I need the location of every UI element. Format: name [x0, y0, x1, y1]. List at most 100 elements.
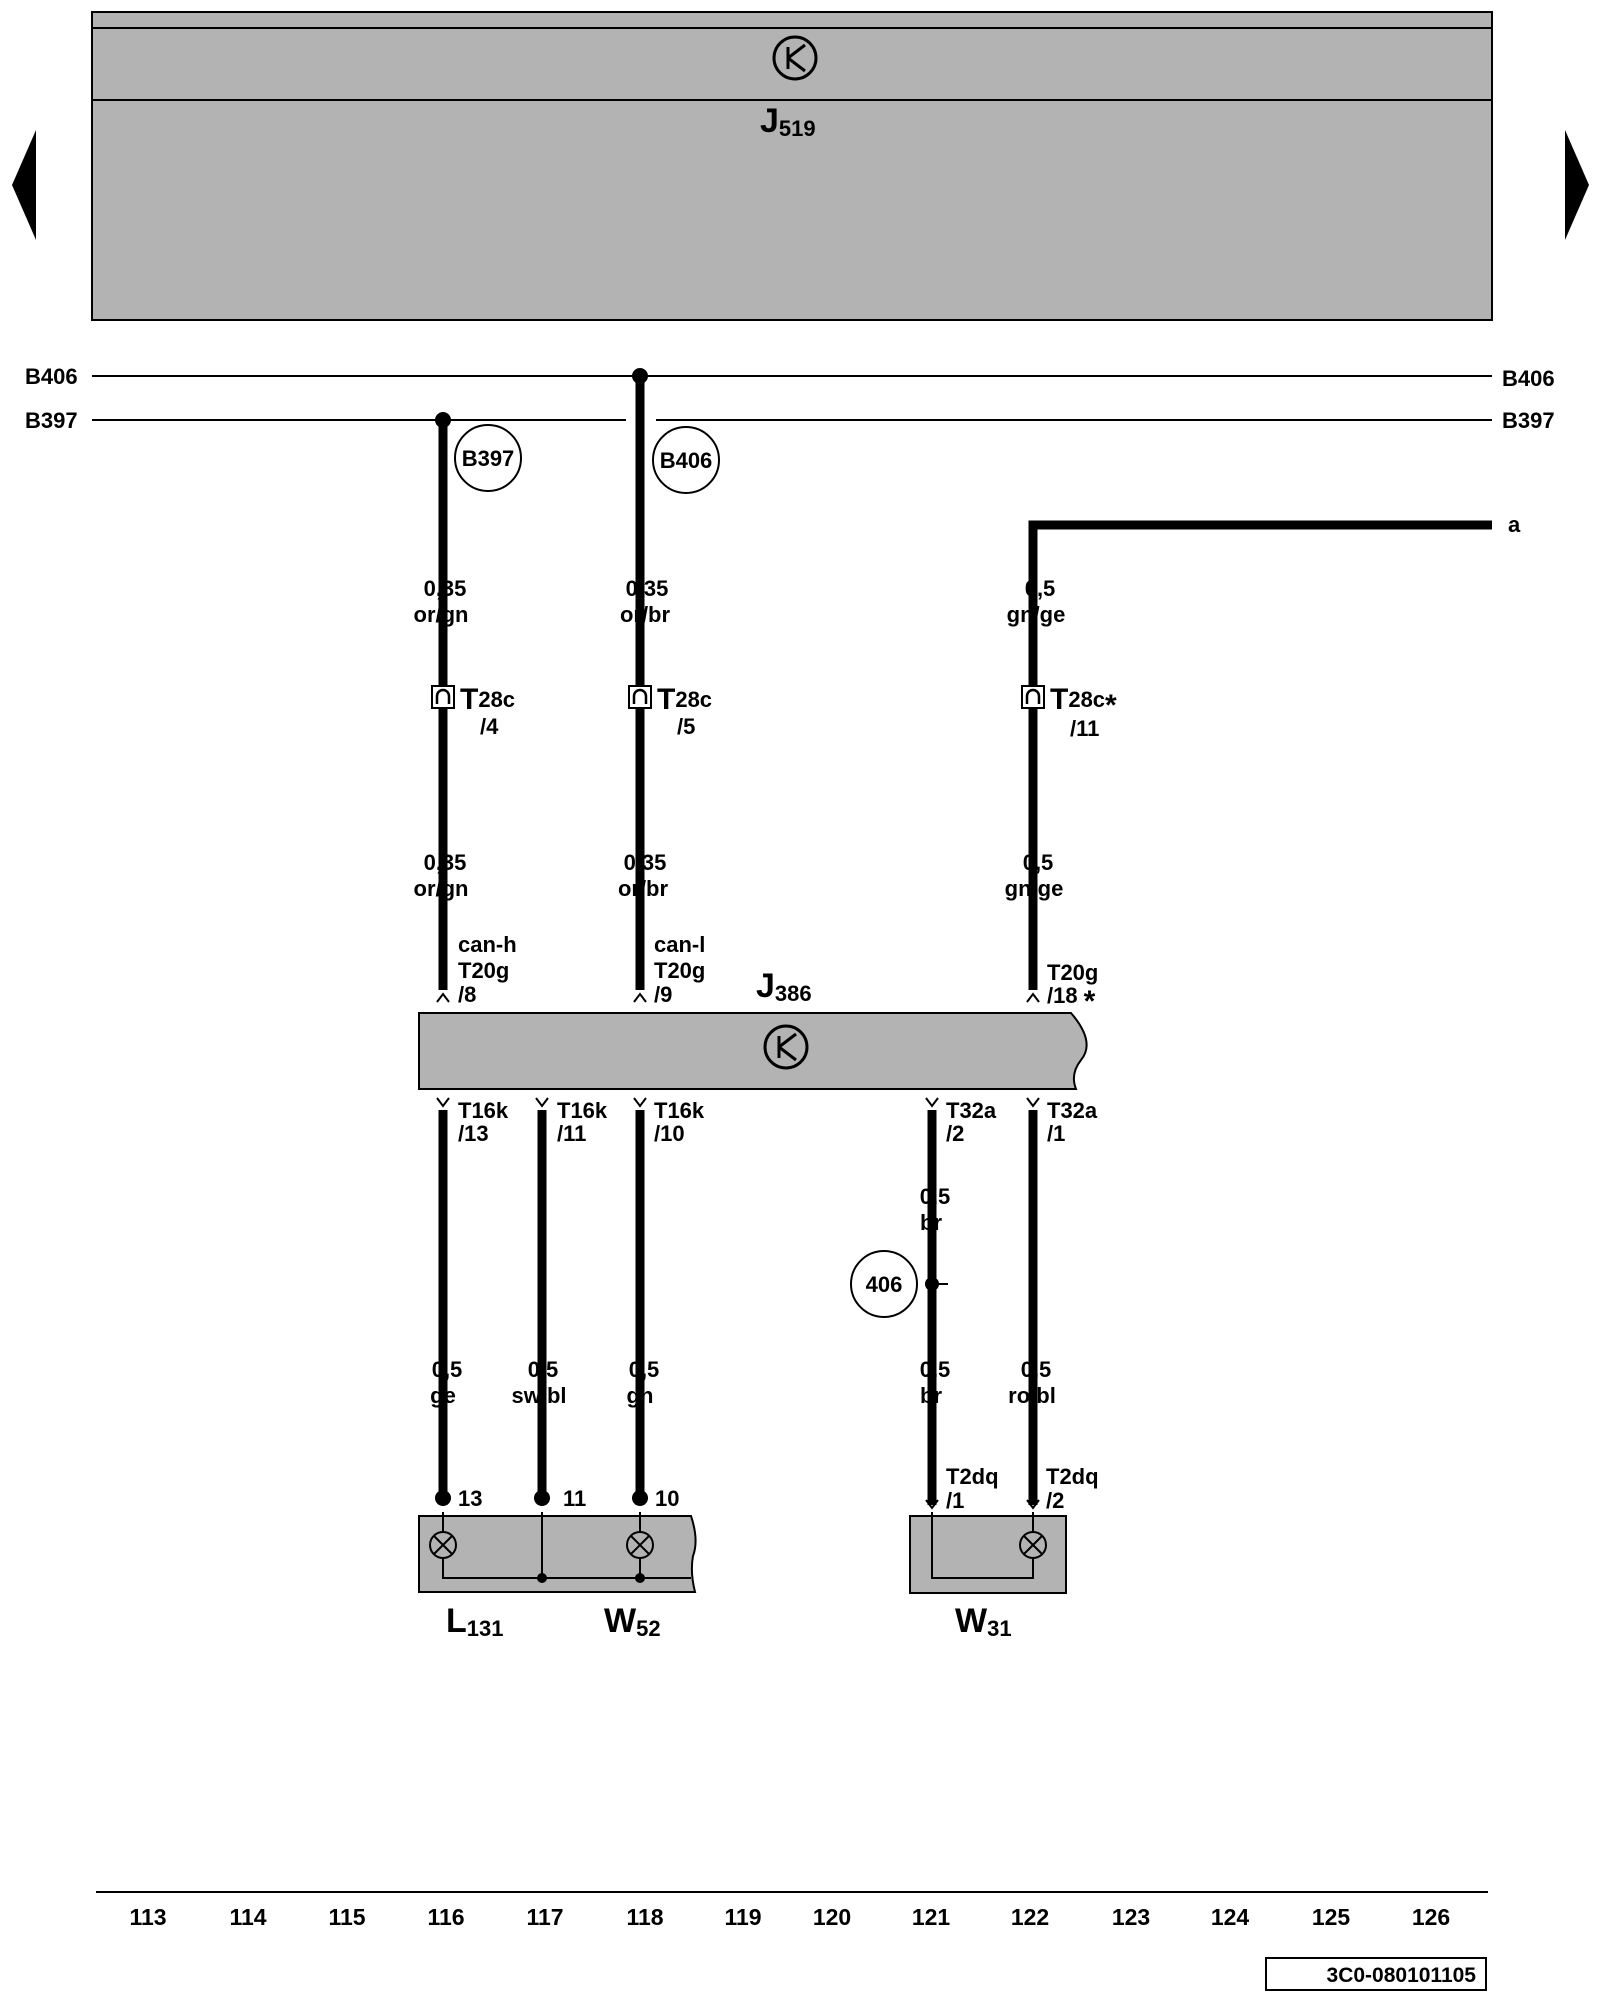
svg-text:gn: gn	[627, 1383, 654, 1408]
j386-top-pin-labels: can-h T20g /8 can-l T20g /9 T20g /18*	[458, 932, 1098, 1018]
svg-text:can-h: can-h	[458, 932, 517, 957]
svg-text:T28c: T28c	[657, 683, 712, 716]
svg-text:0,35: 0,35	[424, 576, 467, 601]
previous-page-arrow-icon[interactable]	[12, 130, 36, 240]
svg-text:or/gn: or/gn	[414, 602, 469, 627]
svg-text:0,5: 0,5	[1021, 1357, 1052, 1382]
ruler-number: 117	[526, 1904, 563, 1930]
svg-text:/2: /2	[946, 1121, 964, 1146]
svg-text:br: br	[920, 1210, 942, 1235]
continuation-a-label: a	[1508, 512, 1521, 537]
ruler-number: 115	[328, 1904, 365, 1930]
svg-text:/8: /8	[458, 982, 476, 1007]
next-page-arrow-icon[interactable]	[1565, 130, 1589, 240]
ruler-number: 114	[229, 1904, 266, 1930]
svg-text:0,5: 0,5	[1025, 576, 1056, 601]
pin-arrows	[436, 992, 1040, 1108]
ruler-number: 120	[813, 1904, 851, 1930]
svg-text:0,5: 0,5	[1023, 850, 1054, 875]
control-unit-j386: J386	[418, 967, 1088, 1090]
svg-text:/9: /9	[654, 982, 672, 1007]
splice-b406-dot	[632, 368, 648, 384]
connector-t28c-11: T28c* /11	[1021, 683, 1117, 741]
wires	[438, 376, 1492, 1505]
ruler-number: 116	[427, 1904, 464, 1930]
bus-b397-left: B397	[25, 408, 78, 433]
wire-labels-upper: 0,35 or/gn 0,35 or/br 0,5 gn/ge 0,35 or/…	[414, 576, 1066, 901]
svg-text:T28c: T28c	[460, 683, 515, 716]
svg-text:gn/ge: gn/ge	[1007, 602, 1066, 627]
ruler-number: 121	[912, 1904, 951, 1930]
connector-t28c-4: T28c /4	[431, 683, 515, 739]
svg-text:or/gn: or/gn	[414, 876, 469, 901]
svg-text:/2: /2	[1046, 1488, 1064, 1513]
bulb-icon	[429, 1531, 457, 1559]
svg-text:can-l: can-l	[654, 932, 705, 957]
control-unit-icon	[763, 1024, 809, 1070]
svg-text:406: 406	[866, 1272, 903, 1297]
document-reference: 3C0-080101105	[1265, 1957, 1487, 1991]
ref-circle-406: 406	[850, 1250, 948, 1318]
svg-text:/5: /5	[677, 714, 695, 739]
svg-text:/11: /11	[1070, 716, 1099, 741]
svg-text:13: 13	[458, 1486, 482, 1511]
ref-circle-b406: B406	[652, 426, 720, 494]
svg-text:0,5: 0,5	[920, 1184, 951, 1209]
svg-text:/1: /1	[946, 1488, 964, 1513]
svg-text:3C0-080101105: 3C0-080101105	[1327, 1964, 1477, 1987]
svg-text:T32a: T32a	[1047, 1098, 1098, 1123]
component-w31: W31	[909, 1512, 1067, 1641]
ruler-number: 124	[1211, 1904, 1250, 1930]
svg-text:B397: B397	[462, 446, 515, 471]
svg-text:or/br: or/br	[620, 602, 671, 627]
svg-text:/11: /11	[557, 1121, 586, 1146]
ruler-number: 123	[1112, 1904, 1150, 1930]
bulb-icon	[626, 1531, 654, 1559]
wire-labels-lower: 0,5 br 0,5 ge 0,5 sw/bl 0,5 gn 0,5 br 0,…	[430, 1184, 1056, 1408]
unit-j386-label: J386	[756, 967, 812, 1006]
svg-text:T2dq: T2dq	[946, 1464, 999, 1489]
bus-b406-right: B406	[1502, 366, 1555, 391]
svg-text:/13: /13	[458, 1121, 489, 1146]
svg-text:ro/bl: ro/bl	[1008, 1383, 1056, 1408]
bus-b397-right: B397	[1502, 408, 1555, 433]
svg-text:T32a: T32a	[946, 1098, 997, 1123]
svg-text:0,5: 0,5	[629, 1357, 660, 1382]
ruler-number: 118	[626, 1904, 663, 1930]
svg-text:11: 11	[563, 1486, 586, 1511]
control-unit-j519: J519	[91, 11, 1493, 321]
svg-text:B406: B406	[660, 448, 713, 473]
svg-text:0,35: 0,35	[624, 850, 667, 875]
svg-text:T28c*: T28c*	[1050, 683, 1117, 722]
ruler-number: 125	[1312, 1904, 1351, 1930]
component-w31-label: W31	[955, 1602, 1012, 1641]
svg-text:gn/ge: gn/ge	[1005, 876, 1064, 901]
svg-text:/4: /4	[480, 714, 499, 739]
svg-text:T20g: T20g	[458, 958, 509, 983]
svg-text:br: br	[920, 1383, 942, 1408]
t2dq-labels: T2dq /1 T2dq /2	[925, 1464, 1099, 1513]
svg-text:0,5: 0,5	[432, 1357, 463, 1382]
svg-text:10: 10	[655, 1486, 679, 1511]
ruler-number: 122	[1011, 1904, 1049, 1930]
component-l131-label: L131	[446, 1602, 504, 1641]
ruler-number: 119	[724, 1904, 761, 1930]
splice-b397-dot	[435, 412, 451, 428]
pin-dots: 13 11 10	[435, 1486, 679, 1511]
ruler-number: 126	[1412, 1904, 1450, 1930]
ref-circle-b397: B397	[454, 424, 522, 492]
unit-j519-label: J519	[760, 102, 816, 141]
svg-text:0,5: 0,5	[528, 1357, 559, 1382]
component-l131-w52: L131 W52	[418, 1512, 697, 1641]
svg-text:ge: ge	[430, 1383, 456, 1408]
svg-text:0,5: 0,5	[920, 1357, 951, 1382]
bus-lines: B406 B397 B406 B397	[25, 364, 1555, 433]
svg-text:T16k: T16k	[654, 1098, 705, 1123]
svg-text:T16k: T16k	[557, 1098, 608, 1123]
svg-text:T20g: T20g	[654, 958, 705, 983]
connector-t28c-5: T28c /5	[628, 683, 712, 739]
svg-text:0,35: 0,35	[626, 576, 669, 601]
svg-text:T20g: T20g	[1047, 960, 1098, 985]
ruler-number: 113	[129, 1904, 166, 1930]
svg-text:0,35: 0,35	[424, 850, 467, 875]
